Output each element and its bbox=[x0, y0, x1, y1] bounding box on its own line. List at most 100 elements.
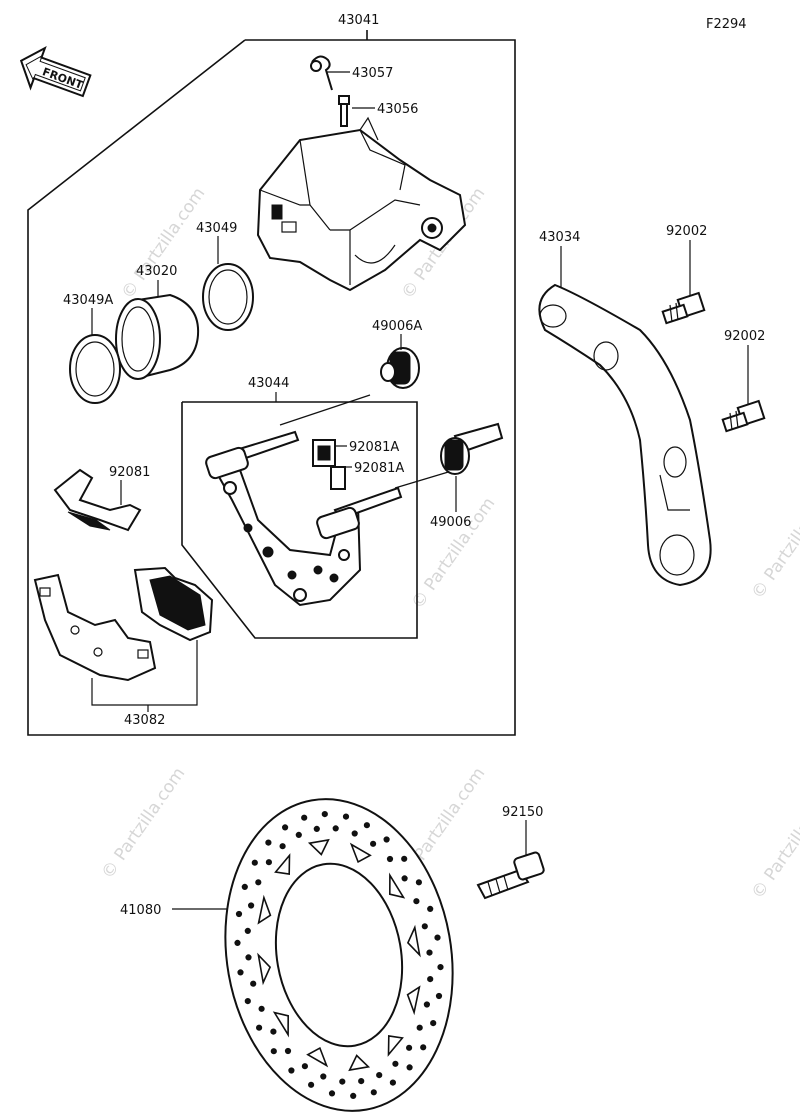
part-label-92081A-1[interactable]: 92081A bbox=[349, 440, 399, 455]
disc-hole bbox=[401, 875, 408, 882]
part-label-43020[interactable]: 43020 bbox=[136, 264, 177, 279]
disc-hole bbox=[265, 859, 272, 866]
dust-seal-43049A[interactable] bbox=[69, 334, 121, 404]
watermark: © Partzilla.com bbox=[98, 764, 190, 883]
disc-hole bbox=[244, 927, 251, 935]
boot-49006A[interactable] bbox=[380, 347, 420, 389]
disc-slot bbox=[387, 1034, 404, 1057]
brake-disc-41080[interactable] bbox=[201, 781, 476, 1116]
part-label-92150[interactable]: 92150 bbox=[502, 805, 543, 820]
piston-43020[interactable] bbox=[115, 293, 200, 380]
bolt-92002-2[interactable] bbox=[721, 399, 766, 433]
disc-hole bbox=[386, 855, 394, 863]
disc-hole bbox=[332, 825, 339, 832]
disc-hole bbox=[270, 1048, 277, 1055]
disc-hole bbox=[234, 939, 241, 947]
part-label-49006[interactable]: 49006 bbox=[430, 515, 471, 530]
disc-slot bbox=[257, 952, 272, 986]
disc-hole bbox=[383, 836, 390, 843]
disc-slot bbox=[406, 985, 421, 1016]
disc-hole bbox=[426, 949, 433, 956]
disc-hole bbox=[370, 840, 377, 847]
piston-seal-43049[interactable] bbox=[202, 263, 254, 331]
part-label-43049[interactable]: 43049 bbox=[196, 221, 237, 236]
part-label-92002-1[interactable]: 92002 bbox=[666, 224, 707, 239]
disc-hole bbox=[376, 1072, 383, 1079]
part-label-49006A[interactable]: 49006A bbox=[372, 319, 422, 334]
pad-spring-92081[interactable] bbox=[53, 468, 142, 532]
bleeder-valve-43056[interactable] bbox=[338, 95, 350, 127]
disc-hole bbox=[342, 813, 350, 820]
disc-hole bbox=[420, 1044, 427, 1051]
part-label-43044[interactable]: 43044 bbox=[248, 376, 289, 391]
part-label-43049A[interactable]: 43049A bbox=[63, 293, 113, 308]
part-label-92002-2[interactable]: 92002 bbox=[724, 329, 765, 344]
disc-hole bbox=[427, 976, 434, 983]
disc-hole bbox=[258, 1005, 265, 1012]
disc-hole bbox=[427, 905, 434, 913]
watermark: © Partzilla.com bbox=[118, 184, 210, 303]
part-label-43041[interactable]: 43041 bbox=[338, 13, 379, 28]
disc-hole bbox=[406, 1064, 413, 1071]
disc-slot bbox=[274, 853, 291, 876]
brake-pad-inner[interactable] bbox=[33, 573, 157, 682]
disc-hole bbox=[284, 1047, 292, 1055]
part-label-43057[interactable]: 43057 bbox=[352, 66, 393, 81]
disc-hole bbox=[423, 1001, 430, 1008]
disc-hole bbox=[251, 859, 258, 866]
assembly-outline-43041 bbox=[27, 39, 516, 736]
disc-hole bbox=[301, 814, 308, 821]
disc-hole bbox=[415, 879, 422, 886]
caliper-bracket[interactable] bbox=[205, 430, 403, 607]
disc-hole bbox=[279, 843, 286, 850]
brake-pad-outer[interactable] bbox=[133, 566, 214, 642]
disc-hole bbox=[270, 1028, 277, 1035]
disc-hole bbox=[437, 964, 444, 971]
disc-hole bbox=[320, 1073, 327, 1080]
torque-link-43034[interactable] bbox=[538, 283, 712, 587]
part-label-92081A-2[interactable]: 92081A bbox=[354, 461, 404, 476]
disc-hole bbox=[389, 1079, 396, 1086]
disc-slot bbox=[307, 838, 330, 856]
disc-hole bbox=[370, 1089, 377, 1096]
disc-hole bbox=[392, 1060, 399, 1067]
disc-slot bbox=[257, 894, 272, 925]
disc-hole bbox=[435, 992, 443, 1000]
disc-slot bbox=[406, 924, 421, 958]
watermark: © Partzilla.com bbox=[748, 484, 800, 603]
disc-hole bbox=[250, 980, 257, 987]
disc-hole bbox=[248, 902, 255, 909]
clip-92081A[interactable] bbox=[312, 439, 346, 490]
disc-hole bbox=[406, 1044, 413, 1051]
bleeder-cap-43057[interactable] bbox=[310, 55, 333, 91]
disc-slot bbox=[272, 1011, 290, 1038]
disc-hole bbox=[255, 879, 262, 886]
disc-hole bbox=[328, 1090, 336, 1097]
boot-49006[interactable] bbox=[440, 422, 504, 475]
disc-slot bbox=[306, 1046, 329, 1068]
part-label-43082[interactable]: 43082 bbox=[124, 713, 165, 728]
disc-hole bbox=[413, 898, 420, 905]
disc-slot bbox=[349, 842, 372, 864]
part-label-43034[interactable]: 43034 bbox=[539, 230, 580, 245]
part-label-41080[interactable]: 41080 bbox=[120, 903, 161, 918]
disc-hole bbox=[265, 839, 272, 846]
assembly-outline-43044 bbox=[181, 401, 418, 639]
caliper-body[interactable] bbox=[256, 116, 467, 292]
bolt-92002-1[interactable] bbox=[661, 291, 706, 325]
disc-hole bbox=[288, 1067, 295, 1074]
disc-hole bbox=[401, 855, 408, 862]
disc-slot bbox=[348, 1054, 371, 1072]
leader-line-pin-bottom bbox=[394, 469, 456, 489]
part-label-43056[interactable]: 43056 bbox=[377, 102, 418, 117]
front-arrow: FRONT bbox=[19, 46, 92, 98]
disc-hole bbox=[313, 825, 320, 833]
disc-hole bbox=[245, 954, 252, 961]
disc-hole bbox=[358, 1078, 365, 1085]
leader-line-pin-top bbox=[279, 394, 371, 426]
disc-hole bbox=[351, 830, 358, 837]
disc-hole bbox=[237, 969, 244, 976]
disc-bolt-92150[interactable] bbox=[476, 851, 545, 900]
part-label-92081[interactable]: 92081 bbox=[109, 465, 150, 480]
